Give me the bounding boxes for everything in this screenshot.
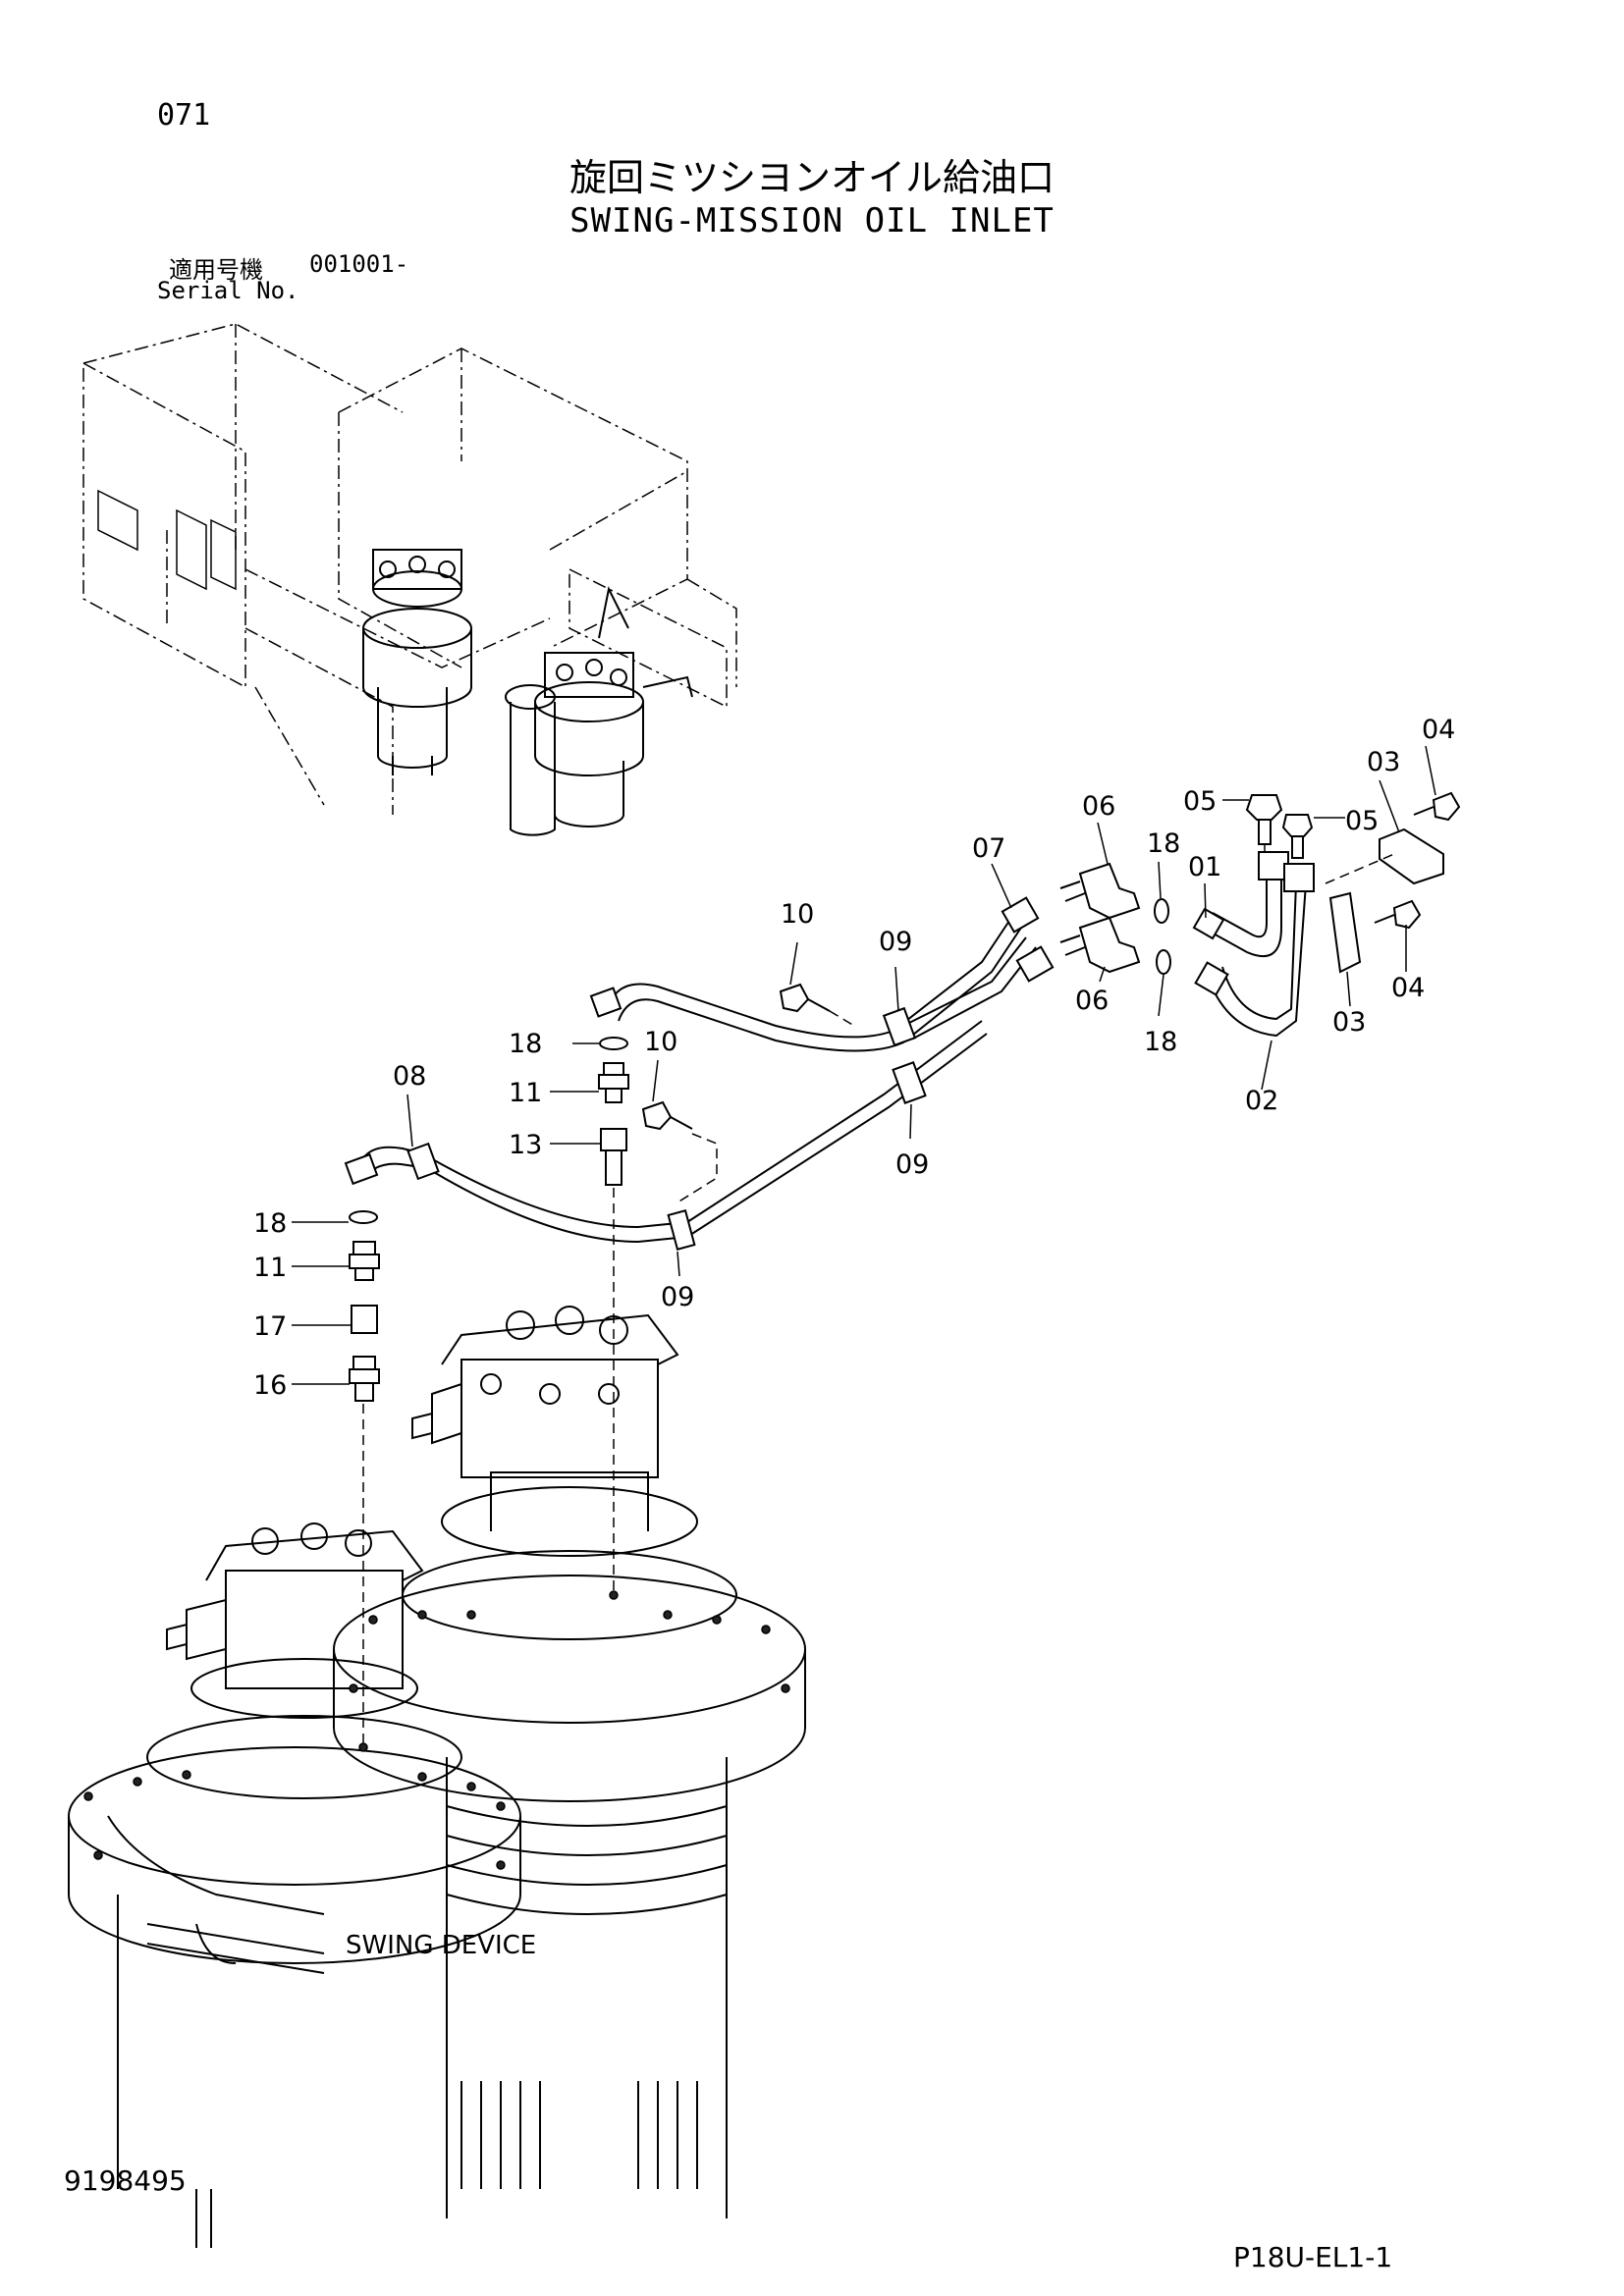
callout-10-lower: 10	[644, 1027, 677, 1057]
serial-label-japanese: 適用号機	[169, 256, 263, 284]
callout-13: 13	[509, 1130, 542, 1160]
center-fitting-stack	[598, 1037, 629, 1595]
callout-09-lower: 09	[661, 1282, 694, 1312]
callout-05-left: 05	[1183, 786, 1217, 817]
callout-02: 02	[1245, 1086, 1278, 1116]
drawing-number: 9198495	[64, 2164, 187, 2197]
swing-device-label: SWING DEVICE	[346, 1931, 536, 1960]
callout-18-center: 18	[509, 1029, 542, 1059]
callout-09-upper: 09	[879, 927, 912, 957]
callout-10-upper: 10	[781, 899, 814, 930]
serial-number-value: 001001-	[309, 250, 409, 278]
callout-03-top: 03	[1367, 747, 1400, 777]
callout-11-center: 11	[509, 1078, 542, 1108]
callout-18-left: 18	[253, 1208, 287, 1239]
serial-label-english: Serial No.	[157, 277, 299, 304]
page-number: 071	[157, 98, 211, 133]
swing-device-right	[333, 1306, 806, 2189]
callout-06-top: 06	[1082, 791, 1115, 822]
callout-17: 17	[253, 1311, 287, 1342]
callout-18-right-top: 18	[1147, 828, 1180, 859]
callout-04-bottom: 04	[1391, 973, 1425, 1003]
callout-06-bottom: 06	[1075, 986, 1109, 1016]
callout-11-left: 11	[253, 1253, 287, 1283]
machine-frame-outline	[82, 323, 737, 815]
callout-16: 16	[253, 1370, 287, 1401]
callout-03-bottom: 03	[1332, 1007, 1366, 1038]
callout-labels: 04 03 05 05 06 18 07 01 10 09 06 18 04 0…	[253, 715, 1455, 1960]
callout-04-top: 04	[1422, 715, 1455, 745]
callout-18-right-bottom: 18	[1144, 1027, 1177, 1057]
swing-device-left	[68, 1522, 521, 2189]
hose-assembly	[344, 896, 1055, 1251]
right-fittings-group	[1059, 791, 1461, 1038]
mounting-plate	[195, 2189, 728, 2248]
title-japanese: 旋回ミツシヨンオイル給油口	[568, 156, 1055, 199]
upper-swing-motor-right	[505, 585, 693, 836]
callout-08: 08	[393, 1061, 426, 1092]
callout-01: 01	[1188, 852, 1221, 882]
callout-07: 07	[972, 833, 1005, 864]
leader-lines	[292, 745, 1436, 1385]
swing-device-bolt-dots	[83, 1590, 790, 1870]
callout-09-middle: 09	[895, 1149, 929, 1180]
callout-05-right: 05	[1345, 806, 1379, 836]
title-english: SWING-MISSION OIL INLET	[569, 201, 1055, 240]
left-fitting-stack	[349, 1210, 380, 1747]
upper-swing-motor-left	[362, 549, 472, 775]
sheet-reference: P18U-EL1-1	[1233, 2241, 1393, 2273]
